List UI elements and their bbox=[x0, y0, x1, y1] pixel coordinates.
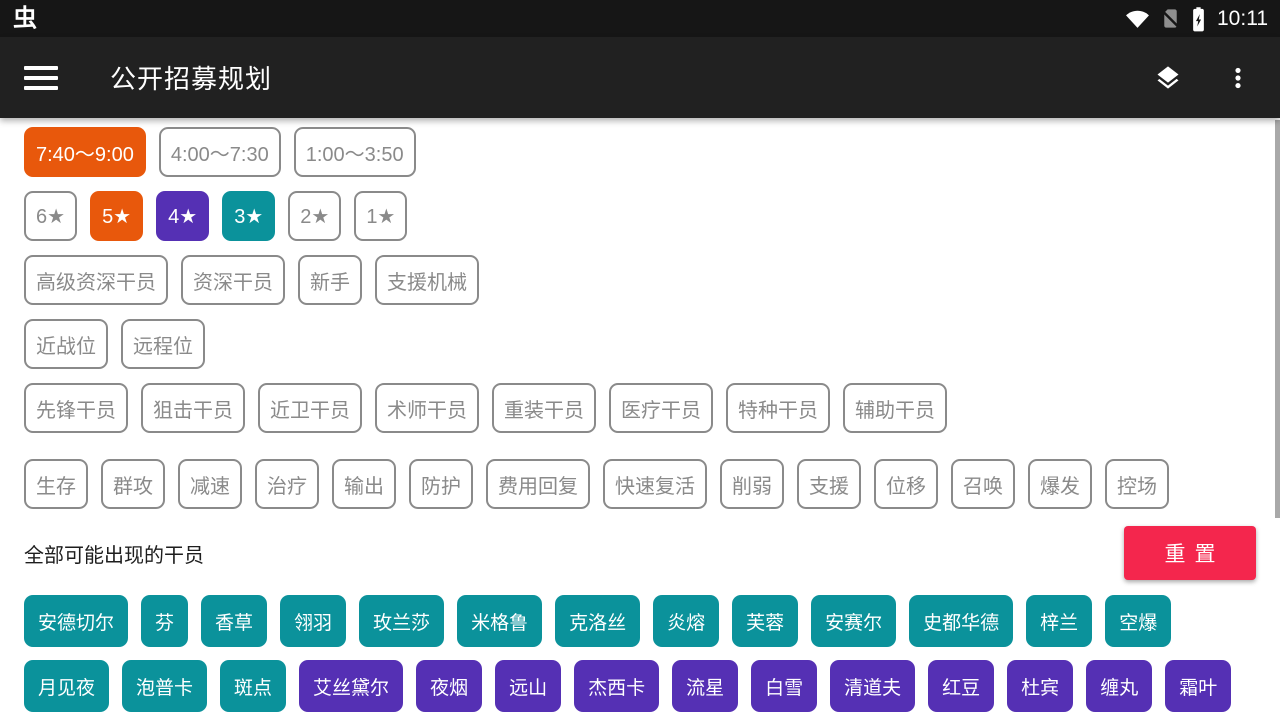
operator-chip[interactable]: 杜宾 bbox=[1007, 660, 1074, 712]
operator-chip[interactable]: 月见夜 bbox=[24, 660, 110, 712]
operator-chip[interactable]: 安赛尔 bbox=[811, 595, 897, 647]
filter-chip[interactable]: 治疗 bbox=[255, 459, 319, 509]
filter-chip[interactable]: 快速复活 bbox=[603, 459, 707, 509]
filter-chip[interactable]: 位移 bbox=[874, 459, 938, 509]
operator-chip[interactable]: 香草 bbox=[201, 595, 268, 647]
operator-chip[interactable]: 空爆 bbox=[1105, 595, 1172, 647]
filter-chip[interactable]: 支援机械 bbox=[375, 255, 479, 305]
operator-chip[interactable]: 远山 bbox=[495, 660, 562, 712]
operator-chip[interactable]: 红豆 bbox=[928, 660, 995, 712]
operator-chip[interactable]: 夜烟 bbox=[416, 660, 483, 712]
operator-row: 月见夜泡普卡斑点艾丝黛尔夜烟远山杰西卡流星白雪清道夫红豆杜宾缠丸霜叶 bbox=[24, 660, 1256, 712]
operator-chip[interactable]: 米格鲁 bbox=[457, 595, 543, 647]
section-header: 全部可能出现的干员 重置 bbox=[24, 526, 1256, 580]
operator-chip[interactable]: 流星 bbox=[672, 660, 739, 712]
filter-chip[interactable]: 减速 bbox=[178, 459, 242, 509]
operator-chip[interactable]: 梓兰 bbox=[1026, 595, 1093, 647]
layers-icon[interactable] bbox=[1148, 58, 1188, 98]
overflow-menu-icon[interactable] bbox=[1218, 58, 1258, 98]
filter-chip[interactable]: 1★ bbox=[354, 191, 408, 241]
operator-chip[interactable]: 史都华德 bbox=[909, 595, 1014, 647]
filter-chip[interactable]: 3★ bbox=[222, 191, 276, 241]
operator-chip[interactable]: 白雪 bbox=[751, 660, 818, 712]
filter-chip[interactable]: 5★ bbox=[90, 191, 144, 241]
filter-row-tags: 生存群攻减速治疗输出防护费用回复快速复活削弱支援位移召唤爆发控场 bbox=[24, 459, 1256, 509]
section-title: 全部可能出现的干员 bbox=[24, 544, 204, 567]
operator-chip[interactable]: 玫兰莎 bbox=[359, 595, 445, 647]
filter-row-class: 先锋干员狙击干员近卫干员术师干员重装干员医疗干员特种干员辅助干员 bbox=[24, 383, 1256, 433]
reset-button[interactable]: 重置 bbox=[1124, 526, 1256, 580]
filter-chip[interactable]: 群攻 bbox=[101, 459, 165, 509]
status-bar: 虫 10:11 bbox=[0, 0, 1280, 37]
filter-chip[interactable]: 7:40〜9:00 bbox=[24, 127, 146, 177]
filter-chip[interactable]: 削弱 bbox=[720, 459, 784, 509]
menu-icon[interactable] bbox=[24, 65, 58, 90]
filter-chip[interactable]: 生存 bbox=[24, 459, 88, 509]
operator-chip[interactable]: 克洛丝 bbox=[555, 595, 641, 647]
filter-chip[interactable]: 4★ bbox=[156, 191, 210, 241]
status-clock: 10:11 bbox=[1217, 6, 1268, 30]
operator-chip[interactable]: 芙蓉 bbox=[732, 595, 799, 647]
filter-chip[interactable]: 高级资深干员 bbox=[24, 255, 168, 305]
filter-row-position: 近战位远程位 bbox=[24, 319, 1256, 369]
battery-charging-icon bbox=[1191, 6, 1206, 32]
filter-chip[interactable]: 狙击干员 bbox=[141, 383, 245, 433]
filter-chip[interactable]: 新手 bbox=[298, 255, 362, 305]
filter-chip[interactable]: 防护 bbox=[409, 459, 473, 509]
filter-chip[interactable]: 控场 bbox=[1105, 459, 1169, 509]
operator-results: 安德切尔芬香草翎羽玫兰莎米格鲁克洛丝炎熔芙蓉安赛尔史都华德梓兰空爆月见夜泡普卡斑… bbox=[24, 595, 1256, 712]
operator-chip[interactable]: 斑点 bbox=[220, 660, 287, 712]
filter-chip[interactable]: 6★ bbox=[24, 191, 78, 241]
operator-chip[interactable]: 安德切尔 bbox=[24, 595, 129, 647]
filter-chip[interactable]: 支援 bbox=[797, 459, 861, 509]
filter-chip[interactable]: 费用回复 bbox=[486, 459, 590, 509]
scrollbar-thumb[interactable] bbox=[1275, 120, 1280, 518]
filter-chip[interactable]: 4:00〜7:30 bbox=[158, 127, 281, 177]
filter-chip[interactable]: 近卫干员 bbox=[258, 383, 362, 433]
filter-row-rarity: 6★5★4★3★2★1★ bbox=[24, 191, 1256, 241]
operator-chip[interactable]: 缠丸 bbox=[1086, 660, 1153, 712]
no-sim-icon bbox=[1159, 6, 1182, 31]
operator-row: 安德切尔芬香草翎羽玫兰莎米格鲁克洛丝炎熔芙蓉安赛尔史都华德梓兰空爆 bbox=[24, 595, 1256, 647]
operator-chip[interactable]: 清道夫 bbox=[830, 660, 916, 712]
filter-chip[interactable]: 远程位 bbox=[121, 319, 205, 369]
filter-chip[interactable]: 爆发 bbox=[1028, 459, 1092, 509]
operator-chip[interactable]: 芬 bbox=[141, 595, 189, 647]
operator-chip[interactable]: 艾丝黛尔 bbox=[299, 660, 404, 712]
wifi-icon bbox=[1125, 6, 1150, 31]
filter-chip[interactable]: 特种干员 bbox=[726, 383, 830, 433]
filter-chip[interactable]: 1:00〜3:50 bbox=[293, 127, 416, 177]
page-title: 公开招募规划 bbox=[110, 64, 273, 94]
operator-chip[interactable]: 杰西卡 bbox=[574, 660, 660, 712]
filter-chip[interactable]: 资深干员 bbox=[181, 255, 285, 305]
filter-chip[interactable]: 召唤 bbox=[951, 459, 1015, 509]
filter-chip[interactable]: 医疗干员 bbox=[609, 383, 713, 433]
filter-chip[interactable]: 先锋干员 bbox=[24, 383, 128, 433]
status-icons: 10:11 bbox=[1125, 6, 1268, 32]
filter-chip[interactable]: 2★ bbox=[288, 191, 342, 241]
filter-chip[interactable]: 术师干员 bbox=[375, 383, 479, 433]
filter-chip[interactable]: 辅助干员 bbox=[843, 383, 947, 433]
operator-chip[interactable]: 炎熔 bbox=[653, 595, 720, 647]
filter-chip[interactable]: 近战位 bbox=[24, 319, 108, 369]
filter-row-qualification: 高级资深干员资深干员新手支援机械 bbox=[24, 255, 1256, 305]
app-bar: 公开招募规划 bbox=[0, 37, 1280, 118]
operator-chip[interactable]: 翎羽 bbox=[280, 595, 347, 647]
operator-chip[interactable]: 霜叶 bbox=[1165, 660, 1232, 712]
operator-chip[interactable]: 泡普卡 bbox=[122, 660, 208, 712]
notification-app-icon: 虫 bbox=[13, 4, 37, 32]
filter-chip[interactable]: 输出 bbox=[332, 459, 396, 509]
filter-chip[interactable]: 重装干员 bbox=[492, 383, 596, 433]
